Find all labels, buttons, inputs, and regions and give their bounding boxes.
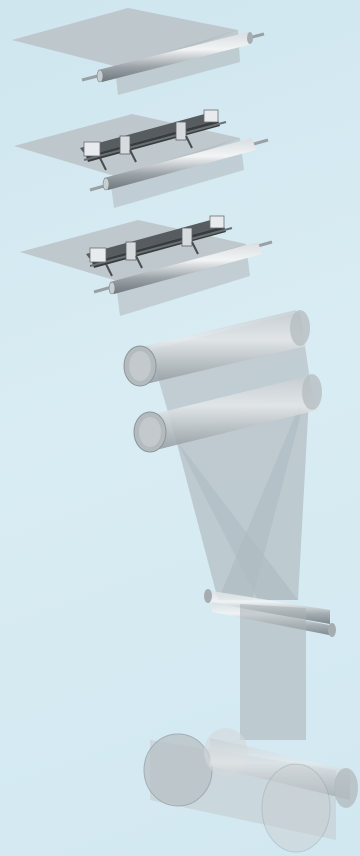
layer-1-sheet-roller	[12, 8, 264, 95]
layer-3-sheet-carriage	[20, 216, 272, 316]
layer-2-sheet-carriage	[14, 110, 268, 208]
web-down	[240, 604, 306, 740]
rewind-assembly	[144, 728, 358, 852]
